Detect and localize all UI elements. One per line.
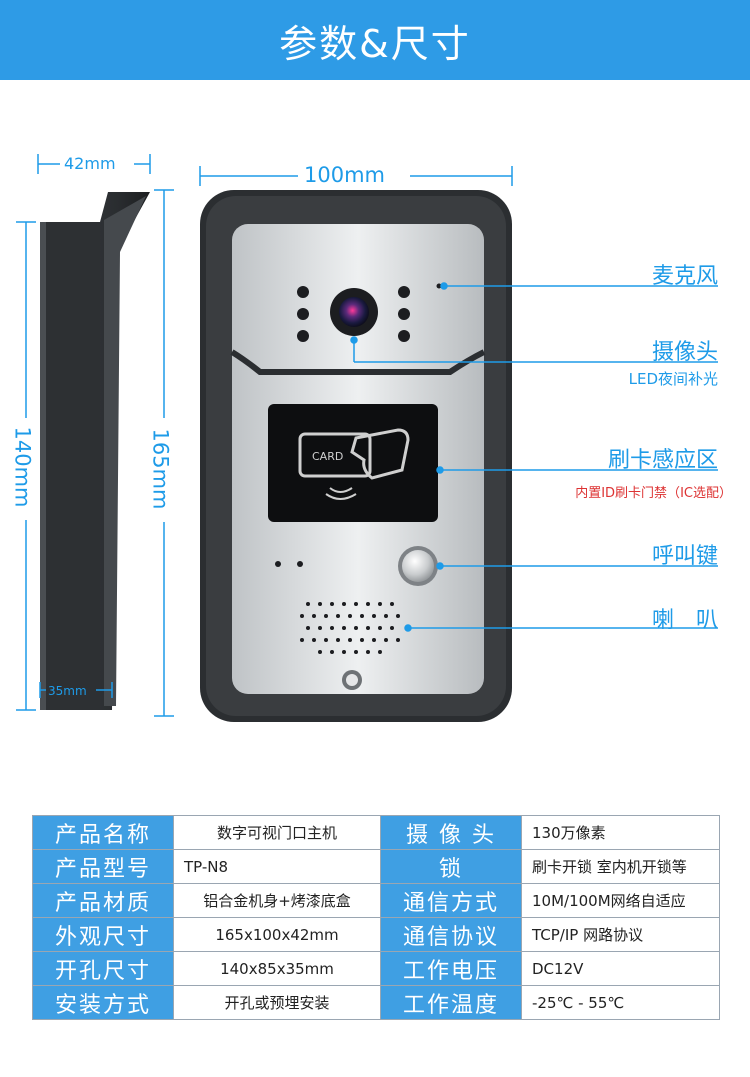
spec-label: 开孔尺寸 xyxy=(32,951,174,986)
dim-side-depth: 35mm xyxy=(48,684,87,698)
dim-side-height: 140mm xyxy=(10,426,35,508)
speaker-grille-icon xyxy=(300,602,400,654)
spec-label: 锁 xyxy=(380,849,522,884)
dim-side-width: 42mm xyxy=(64,154,116,173)
spec-label: 产品型号 xyxy=(32,849,174,884)
side-view xyxy=(40,192,150,710)
card-label: CARD xyxy=(312,450,343,463)
spec-value: 140x85x35mm xyxy=(173,951,381,986)
front-view: CARD xyxy=(200,190,512,722)
table-row: 安装方式 开孔或预埋安装 工作温度 -25℃ - 55℃ xyxy=(32,985,720,1020)
spec-label: 工作温度 xyxy=(380,985,522,1020)
spec-value: DC12V xyxy=(521,951,720,986)
callout-card-sub-c: ） xyxy=(718,486,732,501)
spec-label: 工作电压 xyxy=(380,951,522,986)
hand-icon xyxy=(350,428,410,480)
spec-value: TP-N8 xyxy=(173,849,381,884)
spec-label: 产品材质 xyxy=(32,883,174,918)
page-title: 参数&尺寸 xyxy=(0,0,750,80)
table-row: 外观尺寸 165x100x42mm 通信协议 TCP/IP 网路协议 xyxy=(32,917,720,952)
mic-hole-icon xyxy=(436,283,442,289)
spec-value: 130万像素 xyxy=(521,815,720,850)
spec-value: -25℃ - 55℃ xyxy=(521,985,720,1020)
callout-lines xyxy=(350,282,718,632)
dim-front-height: 165mm xyxy=(148,428,173,510)
spec-label: 通信协议 xyxy=(380,917,522,952)
spec-label: 通信方式 xyxy=(380,883,522,918)
callout-card-sub-a: 内置ID刷卡门禁（ xyxy=(575,486,681,501)
spec-label: 安装方式 xyxy=(32,985,174,1020)
callout-speaker: 喇 叭 xyxy=(651,608,718,633)
table-row: 产品型号 TP-N8 锁 刷卡开锁 室内机开锁等 xyxy=(32,849,720,884)
spec-value: 刷卡开锁 室内机开锁等 xyxy=(521,849,720,884)
spec-value: 165x100x42mm xyxy=(173,917,381,952)
product-diagram: CARD xyxy=(16,154,718,722)
spec-value: 开孔或预埋安装 xyxy=(173,985,381,1020)
card-reader-panel xyxy=(268,404,438,522)
dimension-lines xyxy=(16,154,513,717)
spec-value: 10M/100M网络自适应 xyxy=(521,883,720,918)
spec-table: 产品名称 数字可视门口主机 摄 像 头 130万像素 产品型号 TP-N8 锁 … xyxy=(32,815,720,1020)
spec-label: 产品名称 xyxy=(32,815,174,850)
table-row: 产品材质 铝合金机身+烤漆底盒 通信方式 10M/100M网络自适应 xyxy=(32,883,720,918)
dim-front-width: 100mm xyxy=(304,163,385,187)
callout-card-sub: 内置ID刷卡门禁（IC选配） xyxy=(575,482,732,501)
table-row: 产品名称 数字可视门口主机 摄 像 头 130万像素 xyxy=(32,815,720,850)
callout-card: 刷卡感应区 xyxy=(607,448,718,473)
callout-card-sub-b: IC选配 xyxy=(680,486,719,501)
spec-value: 铝合金机身+烤漆底盒 xyxy=(173,883,381,918)
spec-value: TCP/IP 网路协议 xyxy=(521,917,720,952)
callout-camera-sub: LED夜间补光 xyxy=(628,370,718,388)
spec-label: 摄 像 头 xyxy=(380,815,522,850)
spec-label: 外观尺寸 xyxy=(32,917,174,952)
table-row: 开孔尺寸 140x85x35mm 工作电压 DC12V xyxy=(32,951,720,986)
callout-call-button: 呼叫键 xyxy=(651,544,718,569)
spec-value: 数字可视门口主机 xyxy=(173,815,381,850)
callout-mic: 麦克风 xyxy=(651,264,718,289)
callout-camera: 摄像头 xyxy=(651,340,718,365)
